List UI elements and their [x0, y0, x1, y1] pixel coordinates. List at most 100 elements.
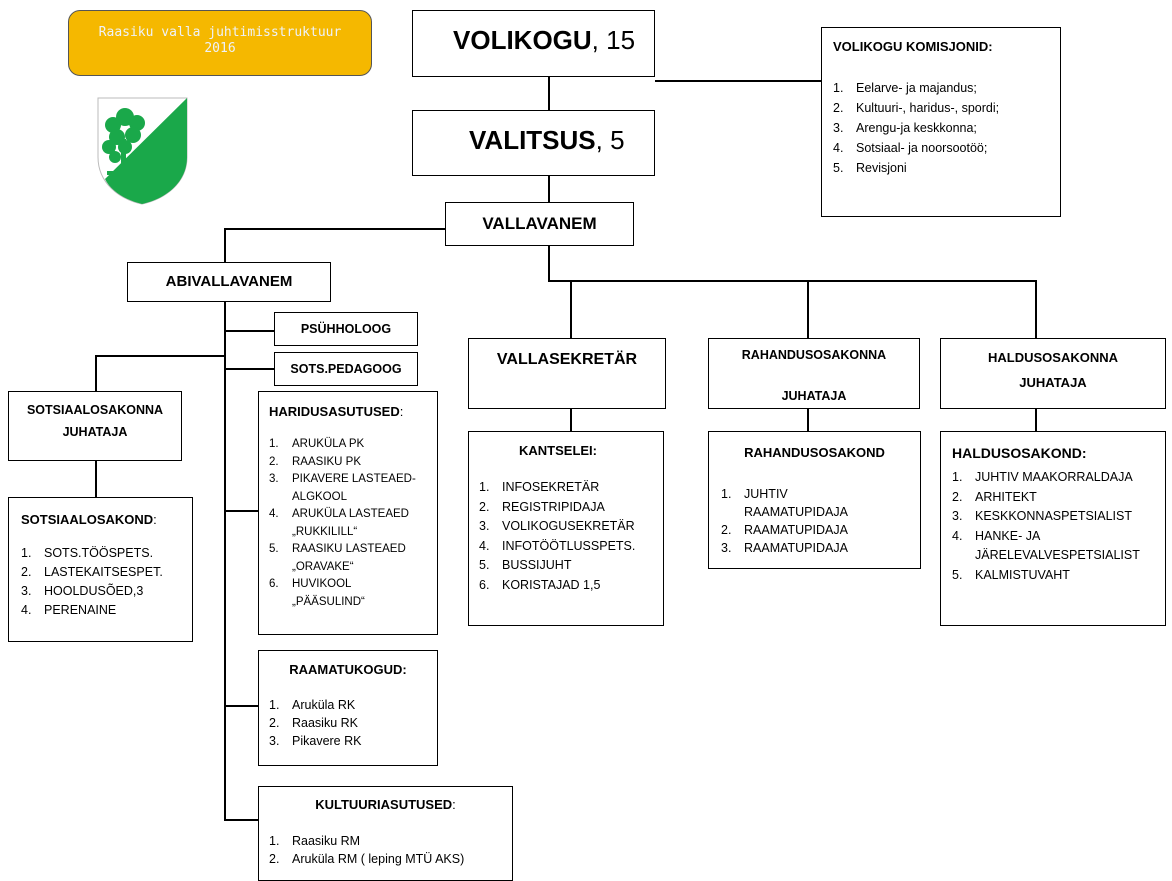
- rahandus-juhataja-line1: RAHANDUSOSAKONNA: [741, 348, 887, 362]
- list-item: 4.HANKE- JA JÄRELEVALVESPETSIALIST: [952, 528, 1140, 563]
- kultuuriasutused-box: KULTUURIASUTUSED: 1.Raasiku RM 2.Aruküla…: [258, 786, 513, 881]
- title-line-2: 2016: [204, 41, 236, 56]
- connector-line: [548, 280, 1036, 282]
- haridusasutused-list: 1.ARUKÜLA PK 2.RAASIKU PK 3.PIKAVERE LAS…: [269, 436, 416, 611]
- list-item: 1.INFOSEKRETÄR: [479, 480, 600, 494]
- abivallavanem-box: ABIVALLAVANEM: [127, 262, 331, 302]
- list-item: 3.VOLIKOGUSEKRETÄR: [479, 519, 635, 533]
- kantselei-list: 1.INFOSEKRETÄR 2.REGISTRIPIDAJA 3.VOLIKO…: [479, 478, 635, 595]
- list-item: 2.RAAMATUPIDAJA: [721, 523, 848, 537]
- list-item: 2.Kultuuri-, haridus-, spordi;: [833, 101, 1000, 115]
- rahandusosakond-heading: RAHANDUSOSAKOND: [744, 445, 885, 460]
- connector-line: [807, 280, 809, 338]
- list-item: 1.JUHTIV RAAMATUPIDAJA: [721, 487, 848, 519]
- vallasekretar-box: VALLASEKRETÄR: [468, 338, 666, 409]
- volikogu-name: VOLIKOGU: [453, 25, 592, 55]
- kultuuriasutused-list: 1.Raasiku RM 2.Aruküla RM ( leping MTÜ A…: [269, 832, 464, 868]
- list-item: 1.Eelarve- ja majandus;: [833, 81, 977, 95]
- vallavanem-box: VALLAVANEM: [445, 202, 634, 246]
- valitsus-count: , 5: [595, 125, 625, 155]
- list-item: 4.INFOTÖÖTLUSSPETS.: [479, 538, 636, 553]
- vallavanem-label: VALLAVANEM: [482, 214, 597, 233]
- sotsiaalosakond-colon: :: [153, 512, 157, 527]
- valitsus-box: VALITSUS, 5: [412, 110, 655, 176]
- list-item: 3.RAAMATUPIDAJA: [721, 541, 848, 555]
- list-item: 5.BUSSIJUHT: [479, 558, 572, 572]
- list-item: 3.Pikavere RK: [269, 734, 362, 748]
- list-item: 4.ARUKÜLA LASTEAED „RUKKILILL“: [269, 508, 409, 538]
- sotsiaal-juhataja-line2: JUHATAJA: [62, 425, 128, 439]
- connector-line: [807, 409, 809, 431]
- psyhholoog-label: PSÜHHOLOOG: [300, 322, 392, 336]
- kultuuriasutused-colon: :: [452, 797, 456, 812]
- list-item: 2.RAASIKU PK: [269, 455, 362, 468]
- sotspedagoog-box: SOTS.PEDAGOOG: [274, 352, 418, 386]
- list-item: 5.RAASIKU LASTEAED „ORAVAKE“: [269, 543, 406, 573]
- connector-line: [95, 355, 97, 391]
- list-item: 2.Raasiku RK: [269, 716, 358, 730]
- raamatukogud-box: RAAMATUKOGUD: 1.Aruküla RK 2.Raasiku RK …: [258, 650, 438, 766]
- list-item: 1.Aruküla RK: [269, 698, 356, 712]
- coat-of-arms-logo: [97, 97, 188, 205]
- valitsus-name: VALITSUS: [469, 125, 596, 155]
- sotsiaal-juhataja-box: SOTSIAALOSAKONNA JUHATAJA: [8, 391, 182, 461]
- list-item: 4.Sotsiaal- ja noorsootöö;: [833, 141, 988, 155]
- list-item: 1.Raasiku RM: [269, 834, 361, 848]
- rahandusosakond-list: 1.JUHTIV RAAMATUPIDAJA 2.RAAMATUPIDAJA 3…: [721, 485, 848, 557]
- haridusasutused-colon: :: [399, 404, 404, 419]
- list-item: 6.HUVIKOOL „PÄÄSULIND“: [269, 578, 365, 608]
- list-item: 4.PERENAINE: [21, 603, 117, 617]
- volikogu-count: , 15: [591, 25, 636, 55]
- list-item: 1.ARUKÜLA PK: [269, 438, 365, 450]
- haridusasutused-heading: HARIDUSASUTUSED: [269, 404, 400, 419]
- connector-line: [548, 77, 550, 110]
- haldus-juhataja-line2: JUHATAJA: [1019, 375, 1087, 390]
- connector-line: [224, 819, 258, 821]
- volikogu-box: VOLIKOGU, 15: [412, 10, 655, 77]
- connector-line: [224, 510, 258, 512]
- kultuuriasutused-heading: KULTUURIASUTUSED: [315, 797, 453, 812]
- connector-line: [655, 80, 821, 82]
- connector-line: [548, 176, 550, 202]
- diagram-title: Raasiku valla juhtimisstruktuur 2016: [68, 10, 372, 76]
- psyhholoog-box: PSÜHHOLOOG: [274, 312, 418, 346]
- list-item: 2.Aruküla RM ( leping MTÜ AKS): [269, 852, 465, 866]
- vallasekretar-label: VALLASEKRETÄR: [496, 351, 638, 368]
- connector-line: [1035, 409, 1037, 431]
- rahandusosakond-box: RAHANDUSOSAKOND 1.JUHTIV RAAMATUPIDAJA 2…: [708, 431, 921, 569]
- komisjonid-list: 1.Eelarve- ja majandus; 2.Kultuuri-, har…: [833, 78, 999, 178]
- volikogu-komisjonid-box: VOLIKOGU KOMISJONID: 1.Eelarve- ja majan…: [821, 27, 1061, 217]
- connector-line: [224, 228, 226, 262]
- list-item: 6.KORISTAJAD 1,5: [479, 577, 601, 592]
- list-item: 2.REGISTRIPIDAJA: [479, 499, 605, 514]
- list-item: 3.HOOLDUSÕED,3: [21, 584, 144, 598]
- connector-line: [570, 280, 572, 338]
- haldus-juhataja-line1: HALDUSOSAKONNA: [988, 350, 1118, 365]
- title-line-1: Raasiku valla juhtimisstruktuur: [98, 25, 342, 40]
- rahandus-juhataja-line2: JUHATAJA: [781, 389, 847, 403]
- haldusosakond-box: HALDUSOSAKOND: 1.JUHTIV MAAKORRALDAJA 2.…: [940, 431, 1166, 626]
- connector-line: [570, 409, 572, 431]
- sotsiaal-juhataja-line1: SOTSIAALOSAKONNA: [26, 403, 164, 417]
- list-item: 2.LASTEKAITSESPET.: [21, 565, 163, 579]
- raamatukogud-list: 1.Aruküla RK 2.Raasiku RK 3.Pikavere RK: [269, 696, 361, 750]
- connector-line: [224, 330, 274, 332]
- connector-line: [224, 705, 258, 707]
- list-item: 1.JUHTIV MAAKORRALDAJA: [952, 470, 1133, 484]
- list-item: 5.Revisjoni: [833, 161, 907, 175]
- sotsiaalosakond-list: 1.SOTS.TÖÖSPETS. 2.LASTEKAITSESPET. 3.HO…: [21, 544, 163, 620]
- haldusosakond-list: 1.JUHTIV MAAKORRALDAJA 2.ARHITEKT 3.KESK…: [952, 468, 1140, 585]
- list-item: 2.ARHITEKT: [952, 489, 1037, 504]
- komisjonid-heading: VOLIKOGU KOMISJONID:: [833, 39, 993, 54]
- list-item: 3.KESKKONNASPETSIALIST: [952, 509, 1132, 523]
- connector-line: [95, 355, 225, 357]
- abivallavanem-label: ABIVALLAVANEM: [165, 273, 293, 290]
- connector-line: [548, 246, 550, 280]
- rahandus-juhataja-box: RAHANDUSOSAKONNA JUHATAJA: [708, 338, 920, 409]
- list-item: 3.PIKAVERE LASTEAED- ALGKOOL: [269, 473, 416, 503]
- kantselei-box: KANTSELEI: 1.INFOSEKRETÄR 2.REGISTRIPIDA…: [468, 431, 664, 626]
- sotspedagoog-label: SOTS.PEDAGOOG: [290, 362, 402, 376]
- haldusosakond-heading: HALDUSOSAKOND:: [952, 445, 1087, 461]
- sotsiaalosakond-box: SOTSIAALOSAKOND: 1.SOTS.TÖÖSPETS. 2.LAST…: [8, 497, 193, 642]
- sotsiaalosakond-heading: SOTSIAALOSAKOND: [21, 512, 154, 527]
